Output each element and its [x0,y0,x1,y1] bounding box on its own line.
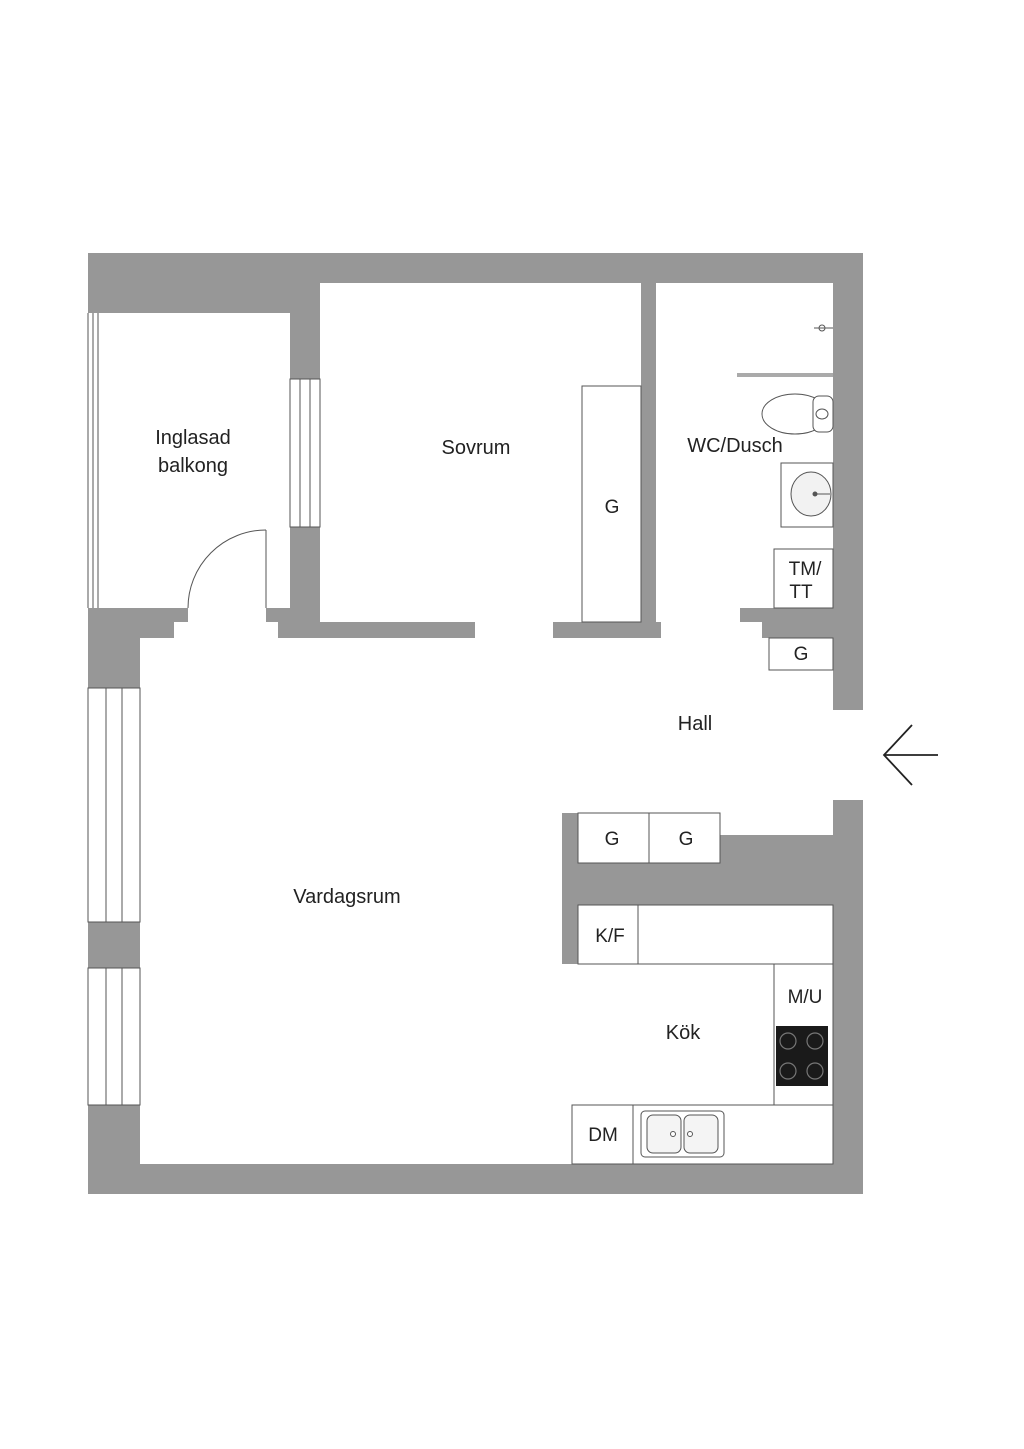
balcony-door [187,529,267,609]
wall-right-upper [833,253,863,710]
wall-balcony-bedroom-top [290,283,320,379]
stove-icon [776,1026,828,1086]
bedroom-label: Sovrum [442,437,511,459]
dishwasher-label: DM [588,1125,618,1146]
washer-label-line2: TT [789,582,813,603]
living-label: Vardagsrum [293,886,400,908]
walls [88,253,863,1194]
hall-wardrobe [768,637,834,671]
wall-balcony-bottom-left [88,608,188,638]
bedroom-wardrobe-label: G [605,497,620,518]
hall-wardrobe-label: G [794,644,809,665]
wall-top-balcony [88,283,320,313]
wall-balcony-bottom-right [266,608,475,638]
balcony-label-line1: Inglasad [155,427,231,449]
microwave-oven-label: M/U [788,987,823,1008]
hall-label: Hall [678,713,712,735]
dishwasher-unit [571,1104,634,1165]
hall-wardrobe-2-label: G [679,829,694,850]
hall-wardrobe-2 [648,812,721,864]
window-living-lower [87,967,141,1106]
wall-bath-bottom [740,608,833,638]
balcony-label-line2: balkong [158,455,228,477]
wall-kitchen-hall [562,813,833,964]
toilet-icon [761,393,834,435]
window-balcony-bedroom [289,378,321,528]
fixture-labels: G TM/ TT G G G K/F M/U DM [588,497,822,1146]
room-labels: Inglasad balkong Sovrum WC/Dusch Hall Va… [155,427,783,1044]
wall-left-middle [88,922,140,968]
sink-icon [780,462,834,528]
upper-counter [637,904,834,965]
window-living-upper [87,687,141,923]
entrance-arrow-icon [882,724,938,786]
hall-wardrobes [577,812,721,864]
washer-dryer [773,548,834,609]
window-balcony [87,313,99,608]
fridge-freezer-label: K/F [595,926,625,947]
wall-top [88,253,863,283]
kitchen-sink-icon [640,1110,725,1158]
wall-right-lower [833,800,863,1194]
bathroom-label: WC/Dusch [687,435,783,457]
fridge-freezer-unit [577,904,639,965]
wall-left-lower [88,1105,140,1194]
wall-bedroom-bath [641,283,656,623]
wall-bottom [88,1164,863,1194]
bedroom-wardrobe [581,385,642,623]
washer-label-line1: TM/ [789,559,822,580]
kitchen-label: Kök [666,1022,701,1044]
shower-icon [737,324,833,377]
windows [87,313,321,1106]
hall-wardrobe-1-label: G [605,829,620,850]
wall-bedroom-bottom-right [553,622,661,638]
